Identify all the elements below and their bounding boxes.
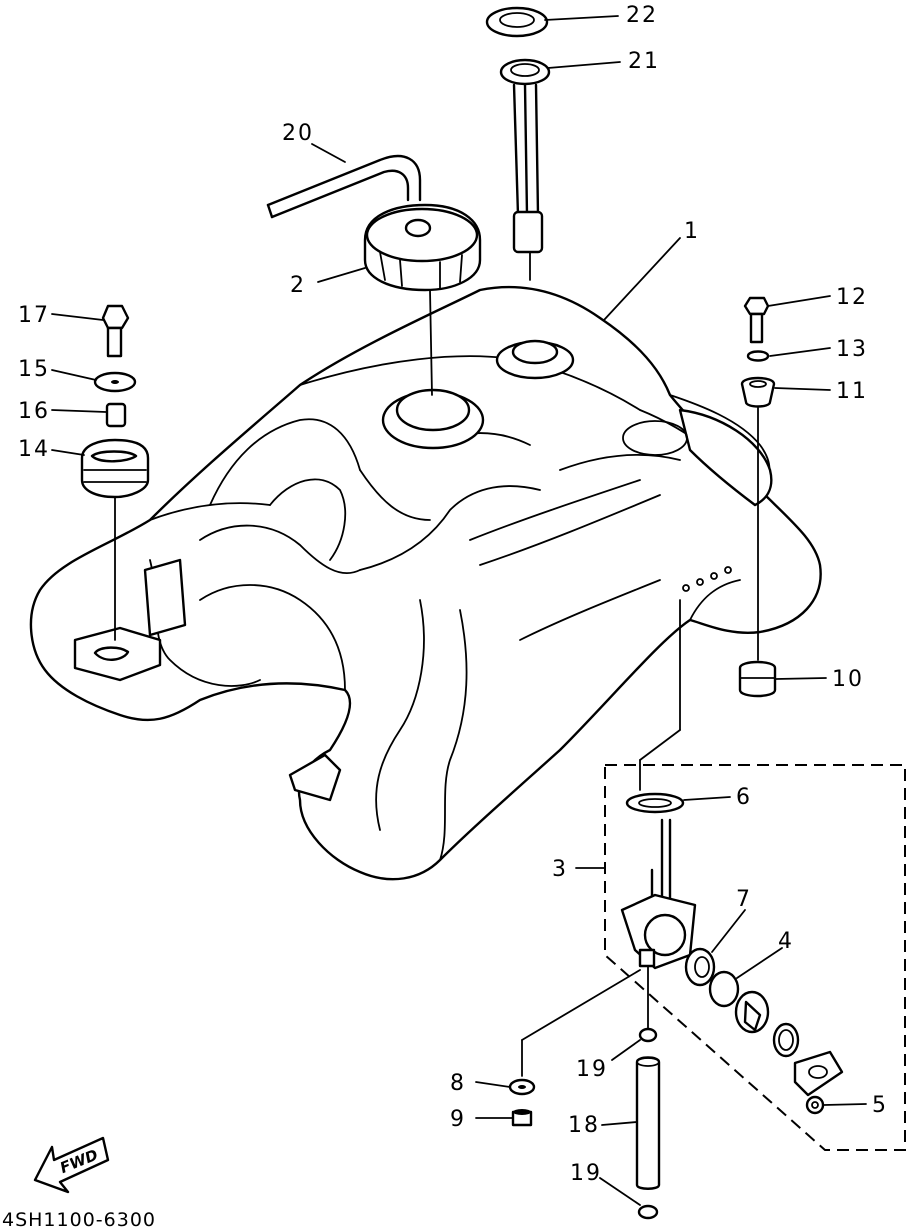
bolt-part-17: [101, 304, 130, 358]
callout-5: 5: [872, 1093, 888, 1118]
callout-4: 4: [778, 929, 794, 954]
clip-part-19-upper: [638, 1027, 658, 1043]
washer-part-15: [93, 371, 137, 393]
gasket-part-7: [684, 947, 716, 987]
callout-3: 3: [552, 857, 568, 882]
grommet-part-22: [485, 6, 549, 38]
washer-part-13: [746, 350, 770, 362]
fuel-tank: [29, 285, 822, 881]
screw-part-5: [805, 1095, 825, 1115]
fuel-cap-part-2: [363, 203, 482, 396]
callout-10: 10: [832, 667, 864, 692]
o-ring-part-6: [625, 792, 685, 814]
callout-9: 9: [450, 1107, 466, 1132]
callout-15: 15: [18, 357, 50, 382]
washer-part-8: [508, 1078, 536, 1096]
bolt-part-12: [743, 296, 770, 344]
callout-19-lower: 19: [570, 1161, 602, 1186]
callout-2: 2: [290, 273, 306, 298]
breather-hose-part-20: [266, 154, 422, 219]
damper-part-14: [80, 438, 150, 641]
callout-20: 20: [282, 121, 314, 146]
callout-13: 13: [836, 337, 868, 362]
callout-18: 18: [568, 1113, 600, 1138]
clip-part-19-lower: [637, 1204, 659, 1220]
lever: [734, 990, 770, 1034]
callout-8: 8: [450, 1071, 466, 1096]
damper-part-10: [738, 660, 777, 698]
callout-6: 6: [736, 785, 752, 810]
drawing-code: 4SH1100-6300: [2, 1209, 156, 1231]
callout-17: 17: [18, 303, 50, 328]
screw-part-9: [511, 1109, 533, 1127]
callout-21: 21: [628, 49, 660, 74]
filter-part-4: [708, 970, 740, 1008]
callout-22: 22: [626, 3, 658, 28]
callout-19-upper: 19: [576, 1057, 608, 1082]
callout-12: 12: [836, 285, 868, 310]
callout-11: 11: [836, 379, 868, 404]
collar-part-16: [105, 402, 127, 428]
callout-7: 7: [736, 887, 752, 912]
callout-1: 1: [684, 219, 700, 244]
callouts: 22 21 20 2 1 17 15 16 14 12 13 11: [18, 3, 888, 1206]
fuel-cock-assembly-part-3: [604, 599, 906, 1151]
callout-16: 16: [18, 399, 50, 424]
fuel-sender-part-21: [499, 58, 551, 281]
fwd-arrow-icon: FWD: [33, 1136, 110, 1194]
callout-14: 14: [18, 437, 50, 462]
collar-part-11: [740, 376, 776, 661]
hose-part-18: [635, 1056, 661, 1190]
